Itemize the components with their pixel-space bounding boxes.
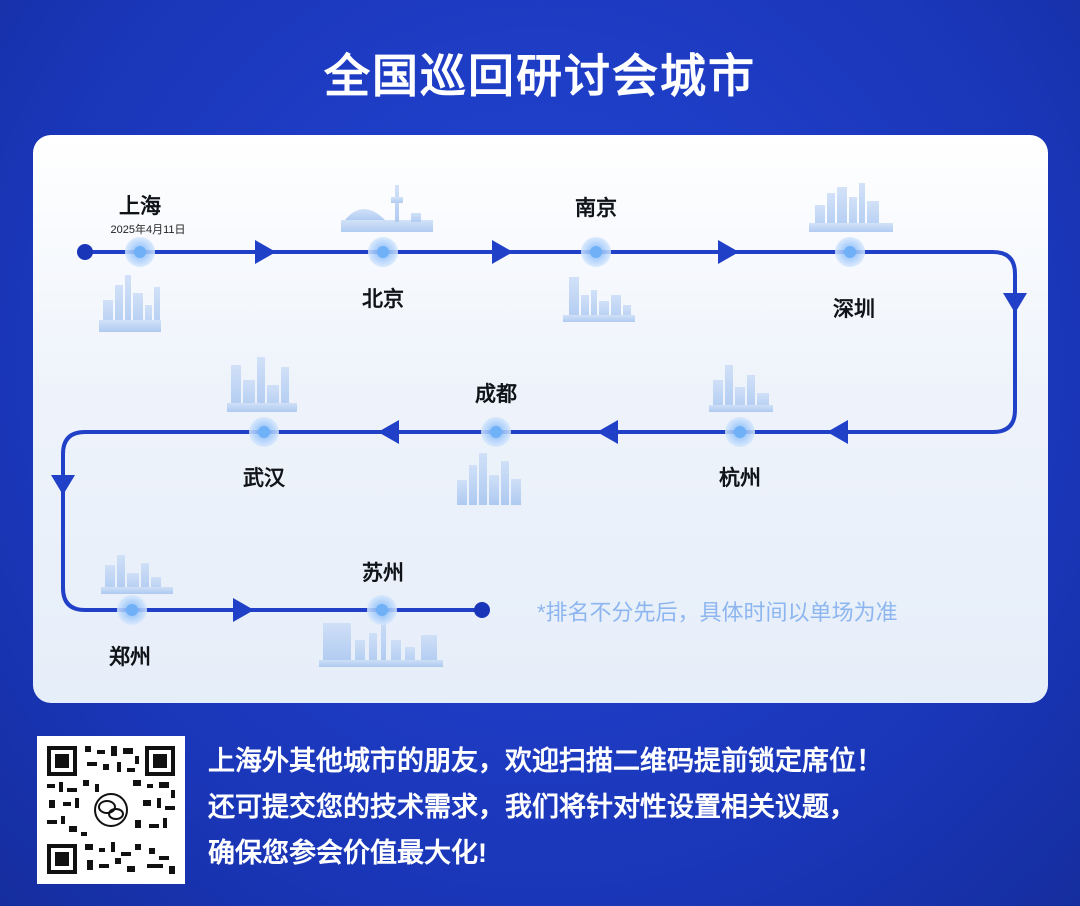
arrow-right-4	[233, 598, 254, 622]
city-label-zhengzhou: 郑州	[109, 646, 151, 669]
city-label-shanghai: 上海	[119, 195, 161, 218]
cta-line-1: 上海外其他城市的朋友，欢迎扫描二维码提前锁定席位！	[208, 746, 883, 776]
skyline-shanghai	[99, 275, 161, 332]
city-node-wuhan	[249, 417, 279, 447]
city-node-nanjing	[581, 237, 611, 267]
arrow-left-2	[597, 420, 618, 444]
city-node-zhengzhou	[117, 595, 147, 625]
cta-text: 上海外其他城市的朋友，欢迎扫描二维码提前锁定席位！ 还可提交您的技术需求，我们将…	[208, 738, 1048, 876]
city-node-chengdu	[481, 417, 511, 447]
arrow-left-1	[827, 420, 848, 444]
skyline-nanjing	[563, 277, 635, 322]
city-label-chengdu: 成都	[475, 383, 517, 406]
city-node-shanghai	[125, 237, 155, 267]
city-node-suzhou	[367, 595, 397, 625]
city-label-suzhou: 苏州	[362, 562, 404, 585]
qr-code-icon	[37, 736, 185, 884]
city-node-shenzhen	[835, 237, 865, 267]
arrow-right-2	[492, 240, 513, 264]
city-label-beijing: 北京	[362, 288, 404, 311]
city-label-wuhan: 武汉	[243, 467, 285, 490]
page-title: 全国巡回研讨会城市	[324, 50, 756, 102]
skyline-suzhou	[319, 615, 443, 667]
route-map	[51, 183, 1027, 667]
arrow-right-3	[718, 240, 739, 264]
qr-code[interactable]	[37, 736, 185, 884]
skyline-wuhan	[227, 357, 297, 412]
route-map-card: 上海 2025年4月11日 北京 南京 深圳 杭州 成都 武汉 郑州 苏州 *排…	[33, 135, 1048, 703]
cta-line-2: 还可提交您的技术需求，我们将针对性设置相关议题，	[208, 792, 856, 822]
city-label-hangzhou: 杭州	[719, 467, 761, 490]
cta-line-3: 确保您参会价值最大化!	[208, 838, 487, 868]
arrow-right-1	[255, 240, 276, 264]
arrow-down-2	[51, 475, 75, 495]
skyline-beijing	[341, 185, 433, 232]
city-node-beijing	[368, 237, 398, 267]
city-label-nanjing: 南京	[575, 197, 617, 220]
schedule-note: *排名不分先后，具体时间以单场为准	[537, 600, 898, 625]
skyline-hangzhou	[709, 365, 773, 412]
route-line	[61, 250, 1017, 612]
skyline-zhengzhou	[101, 555, 173, 594]
route-start-dot	[77, 244, 93, 260]
skyline-shenzhen	[809, 183, 893, 232]
route-end-dot	[474, 602, 490, 618]
skyline-chengdu	[457, 453, 521, 505]
arrow-down-1	[1003, 293, 1027, 313]
city-date-shanghai: 2025年4月11日	[110, 224, 186, 236]
city-node-hangzhou	[725, 417, 755, 447]
city-label-shenzhen: 深圳	[833, 298, 875, 321]
arrow-left-3	[378, 420, 399, 444]
